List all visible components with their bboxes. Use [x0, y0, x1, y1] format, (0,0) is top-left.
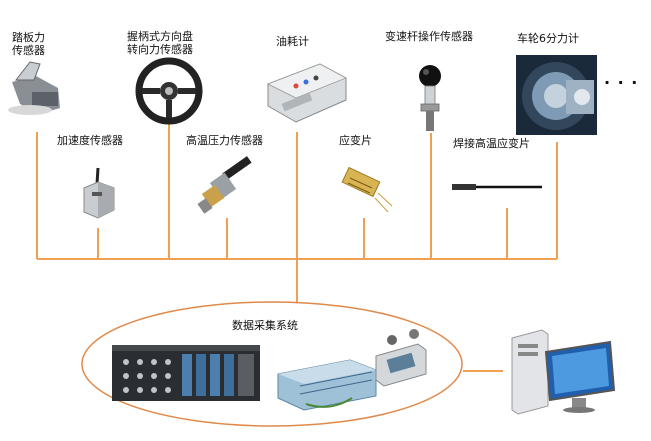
weld-strain-gauge-image	[452, 184, 542, 190]
label-weld-strain-gauge: 焊接高温应变片	[453, 137, 530, 150]
label-line: 变速杆操作传感器	[385, 30, 473, 43]
daq-chassis-image	[112, 345, 260, 401]
steering-wheel-image	[135, 57, 203, 125]
label-line: 油耗计	[276, 35, 309, 48]
label-line: 握柄式方向盘	[127, 30, 193, 43]
label-gear-sensor: 变速杆操作传感器	[385, 30, 473, 43]
label-line: 传感器	[12, 44, 45, 57]
bus-wiring	[36, 122, 558, 372]
fuel-meter-image	[267, 63, 347, 123]
wheel-force-meter-image	[516, 55, 597, 135]
label-line: 踏板力	[12, 31, 45, 44]
label-wheel-force-meter: 车轮6分力计	[517, 32, 579, 45]
label-strain-gauge: 应变片	[339, 134, 372, 147]
label-steering-sensor: 握柄式方向盘 转向力传感器	[127, 30, 193, 56]
label-daq-system: 数据采集系统	[232, 319, 298, 332]
label-pedal-sensor: 踏板力 传感器	[12, 31, 45, 57]
label-line: 车轮6分力计	[517, 32, 579, 45]
label-pressure-sensor: 高温压力传感器	[186, 134, 263, 147]
pedal-sensor-image	[8, 61, 60, 115]
computer-image	[511, 329, 616, 415]
gear-lever-sensor-image	[419, 65, 441, 131]
more-sensors-indicator: · · ·	[604, 73, 639, 92]
label-line: 转向力传感器	[127, 43, 193, 56]
label-fuel-meter: 油耗计	[276, 35, 309, 48]
accelerometer-image	[83, 167, 115, 219]
daq-rack-image	[277, 359, 377, 411]
daq-ellipse	[81, 301, 463, 427]
daq-module-image	[375, 329, 427, 387]
pressure-sensor-image	[197, 156, 252, 214]
strain-gauge-image	[341, 166, 393, 213]
label-accelerometer: 加速度传感器	[57, 134, 123, 147]
